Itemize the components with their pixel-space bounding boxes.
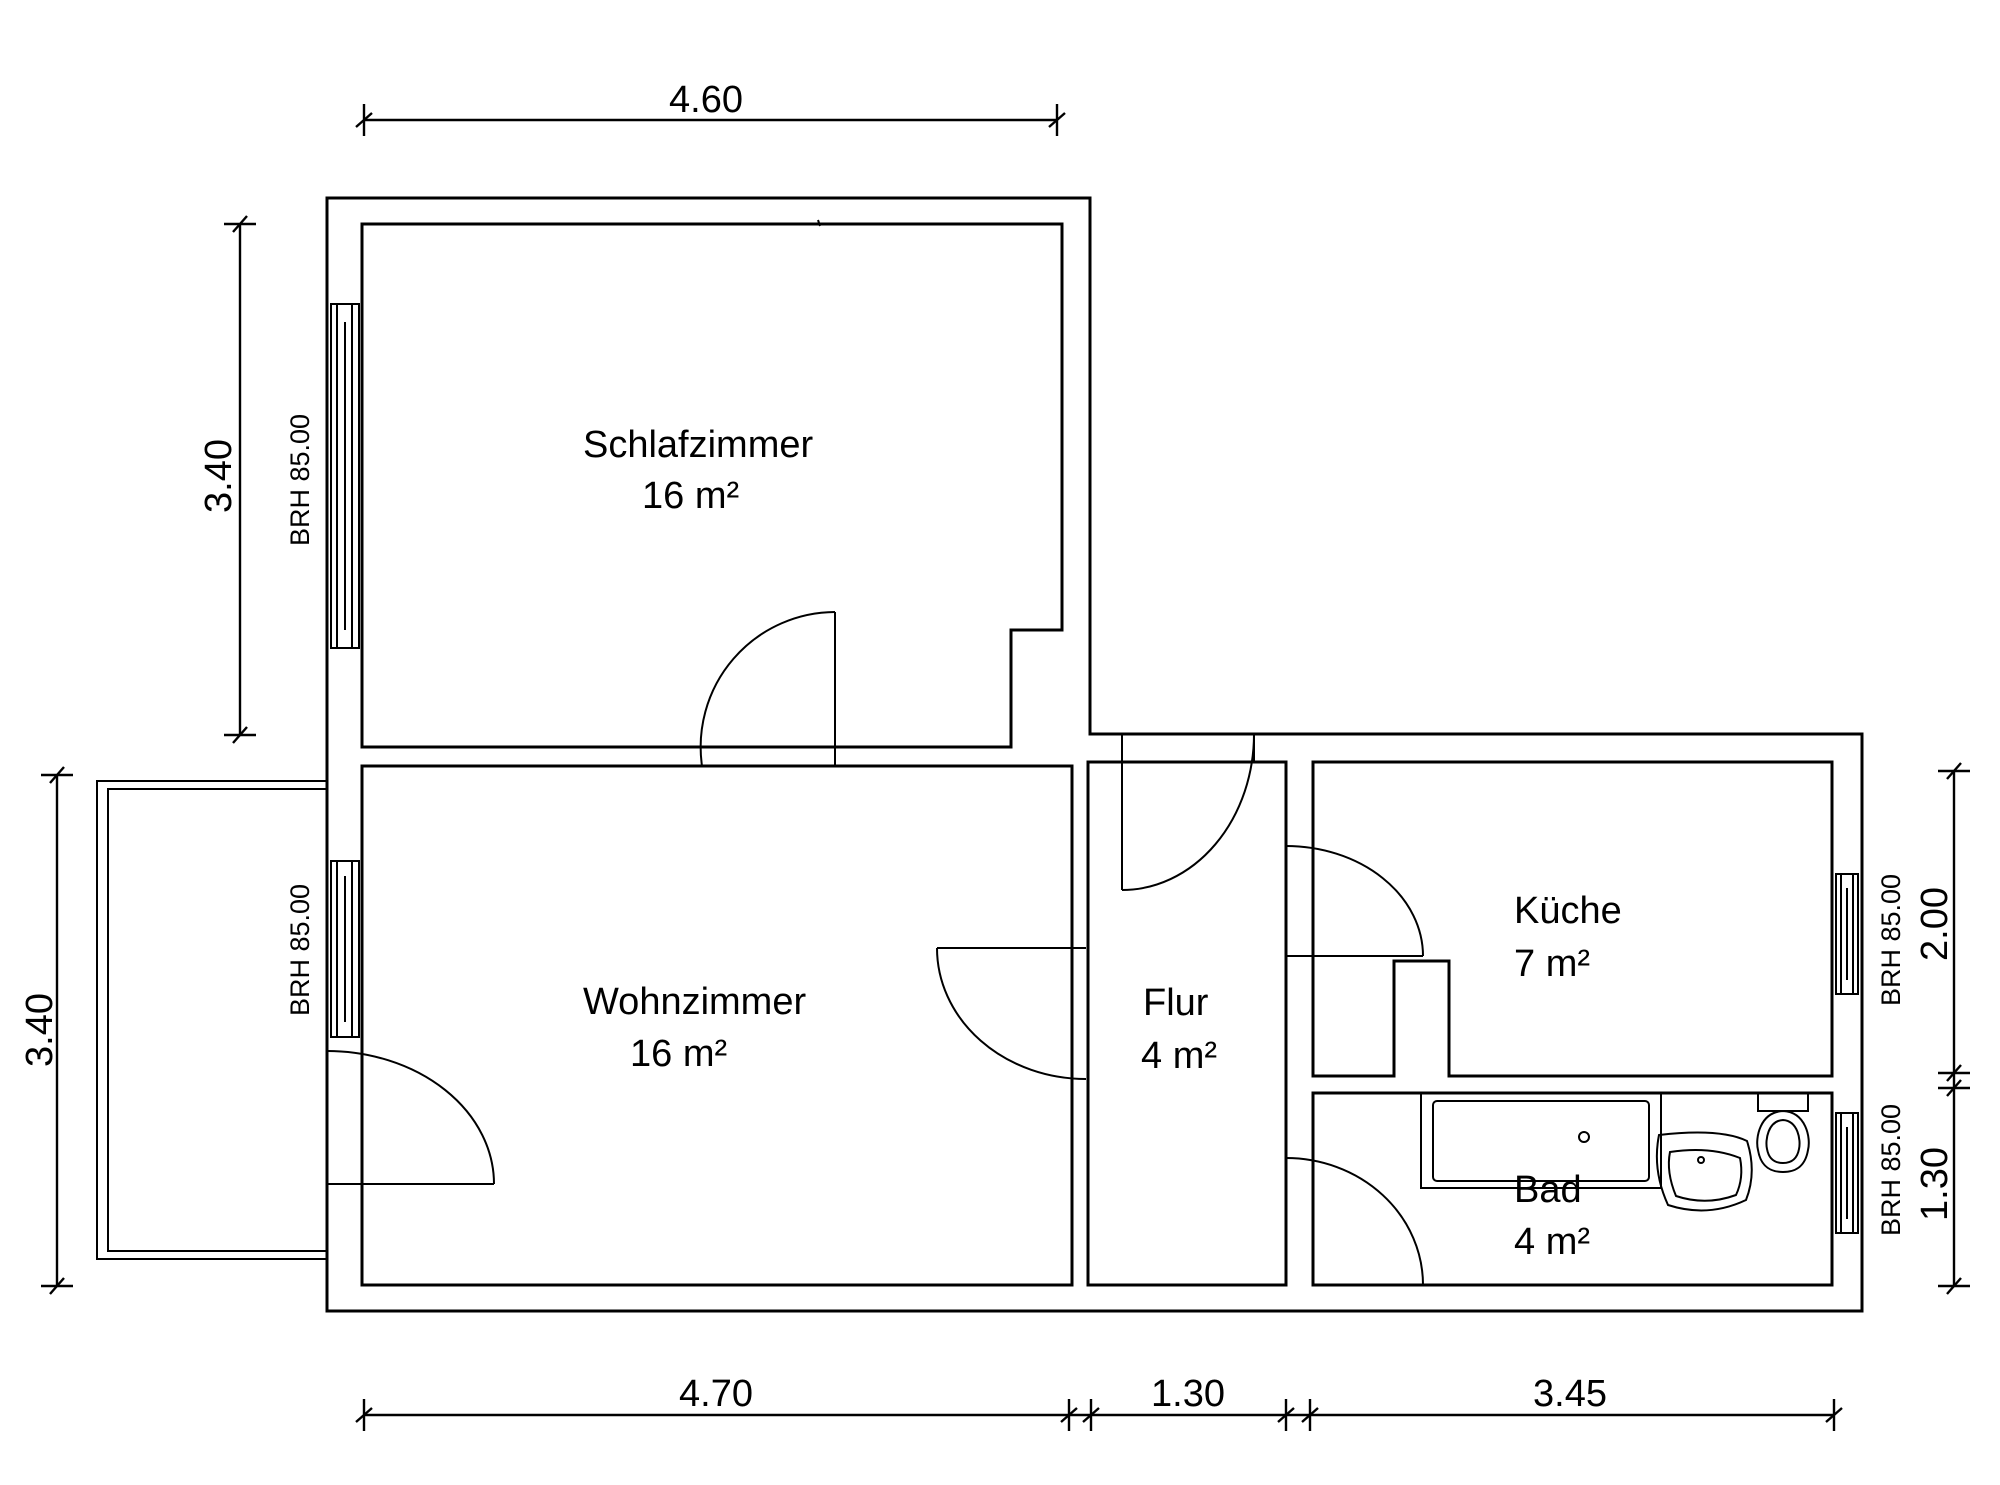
dimension-right: 2.00 1.30 [1914,762,1970,1295]
dimension-left-upper: 3.40 [198,215,256,744]
dimension-left-lower-label: 3.40 [19,993,61,1067]
wall-mark [817,219,821,227]
room-area-kueche: 7 m² [1514,943,1590,985]
dimension-left-lower: 3.40 [19,766,73,1295]
dimension-bottom: 4.70 1.30 3.45 [355,1373,1843,1431]
dimension-bottom-3-label: 3.45 [1533,1373,1607,1415]
schlafzimmer-interior-wall [360,222,1064,749]
dimension-top: 4.60 [355,79,1066,136]
wohnzimmer-interior-wall [360,764,1074,1287]
door-balcony [326,1050,495,1185]
bathtub-icon [1420,1092,1662,1189]
door-wohnzimmer [936,947,1087,1080]
window-kueche [1835,873,1859,995]
dimension-bottom-1-label: 4.70 [679,1373,753,1415]
dimension-top-label: 4.60 [669,79,743,121]
window-schlafzimmer [330,303,360,649]
room-name-schlafzimmer: Schlafzimmer [583,424,813,466]
door-schlafzimmer [699,611,836,767]
window-bad [1835,1112,1859,1234]
dimension-left-upper-label: 3.40 [198,439,240,513]
dimension-right-upper-label: 2.00 [1914,887,1956,961]
door-kueche [1285,845,1424,957]
window-label-bad: BRH 85.00 [1876,1104,1906,1236]
window-label-schlafzimmer: BRH 85.00 [285,414,315,546]
toilet-icon [1756,1092,1810,1174]
door-bad [1285,1157,1424,1286]
dimension-right-lower-label: 1.30 [1914,1147,1956,1221]
window-label-wohnzimmer: BRH 85.00 [285,884,315,1016]
room-name-bad: Bad [1514,1169,1582,1211]
room-name-flur: Flur [1143,982,1209,1024]
dimension-bottom-2-label: 1.30 [1151,1373,1225,1415]
room-name-kueche: Küche [1514,890,1622,932]
room-area-bad: 4 m² [1514,1221,1590,1263]
room-area-wohnzimmer: 16 m² [630,1033,727,1075]
sink-icon [1655,1131,1753,1212]
window-label-kueche: BRH 85.00 [1876,874,1906,1006]
door-entrance [1121,733,1255,891]
kueche-interior-wall [1311,760,1834,1078]
room-area-schlafzimmer: 16 m² [642,475,739,517]
room-area-flur: 4 m² [1141,1035,1217,1077]
window-wohnzimmer [330,860,360,1038]
room-name-wohnzimmer: Wohnzimmer [583,981,806,1023]
outer-wall [325,196,1864,1313]
balcony [96,780,328,1260]
flur-interior-wall [1086,760,1288,1287]
